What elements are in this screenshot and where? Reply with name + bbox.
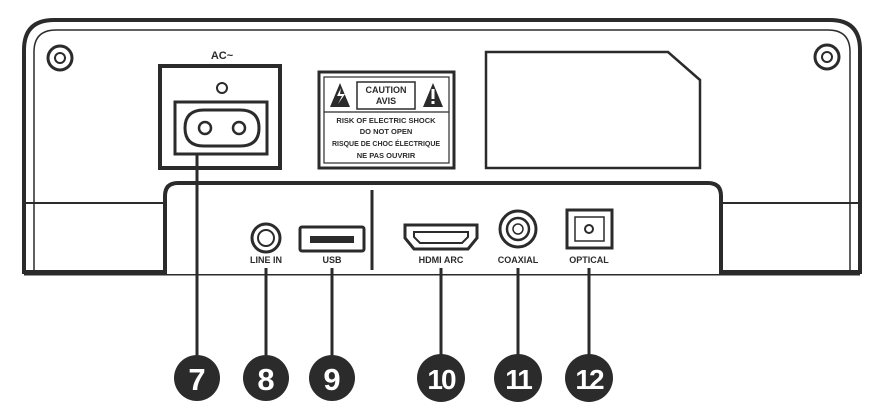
usb-port: [298, 225, 366, 253]
badge-9: 9: [309, 355, 355, 401]
caution-line-1: RISK OF ELECTRIC SHOCK: [336, 116, 436, 125]
badge-9-number: 9: [323, 362, 340, 397]
attention-warning-icon: [423, 83, 443, 107]
badge-8-number: 8: [257, 362, 274, 397]
caution-subtitle: AVIS: [376, 96, 396, 106]
badge-11-number: 11: [505, 364, 532, 395]
line-in-label: LINE IN: [250, 255, 282, 265]
optical-label: OPTICAL: [569, 255, 609, 265]
hdmi-arc-port: [403, 223, 479, 251]
badge-12-number: 12: [575, 364, 604, 395]
line-in-port: [250, 222, 282, 254]
badge-11: 11: [494, 354, 542, 402]
shock-warning-icon: [330, 83, 350, 107]
coaxial-port: [498, 209, 538, 249]
ac-pin-right: [231, 120, 247, 136]
rating-plate: [484, 50, 702, 170]
badge-10: 10: [417, 354, 465, 402]
ac-socket-figure8: [183, 108, 261, 148]
caution-label: CAUTION AVIS RISK OF ELECTRIC SHOCK DO N…: [317, 70, 456, 170]
badge-7-number: 7: [188, 362, 205, 397]
caution-line-4: NE PAS OUVRIR: [357, 151, 416, 160]
hdmi-arc-label: HDMI ARC: [419, 255, 464, 265]
screw-left: [46, 44, 74, 72]
ac-label: AC~: [211, 50, 234, 62]
caution-line-2: DO NOT OPEN: [360, 127, 413, 136]
screw-right: [813, 43, 841, 71]
caution-title-box: [356, 81, 416, 110]
ac-indicator-hole: [216, 82, 228, 94]
leader-lines: [195, 154, 591, 355]
badge-10-number: 10: [427, 364, 456, 395]
badge-12: 12: [565, 354, 613, 402]
caution-line-3: RISQUE DE CHOC ÉLECTRIQUE: [332, 139, 440, 148]
optical-port: [565, 208, 614, 250]
caution-title: CAUTION: [366, 85, 407, 95]
badge-8: 8: [243, 355, 289, 401]
badge-7: 7: [174, 355, 220, 401]
ac-pin-left: [197, 120, 213, 136]
usb-label: USB: [322, 255, 342, 265]
housing-inner-outline: [33, 29, 851, 270]
coaxial-label: COAXIAL: [498, 255, 539, 265]
